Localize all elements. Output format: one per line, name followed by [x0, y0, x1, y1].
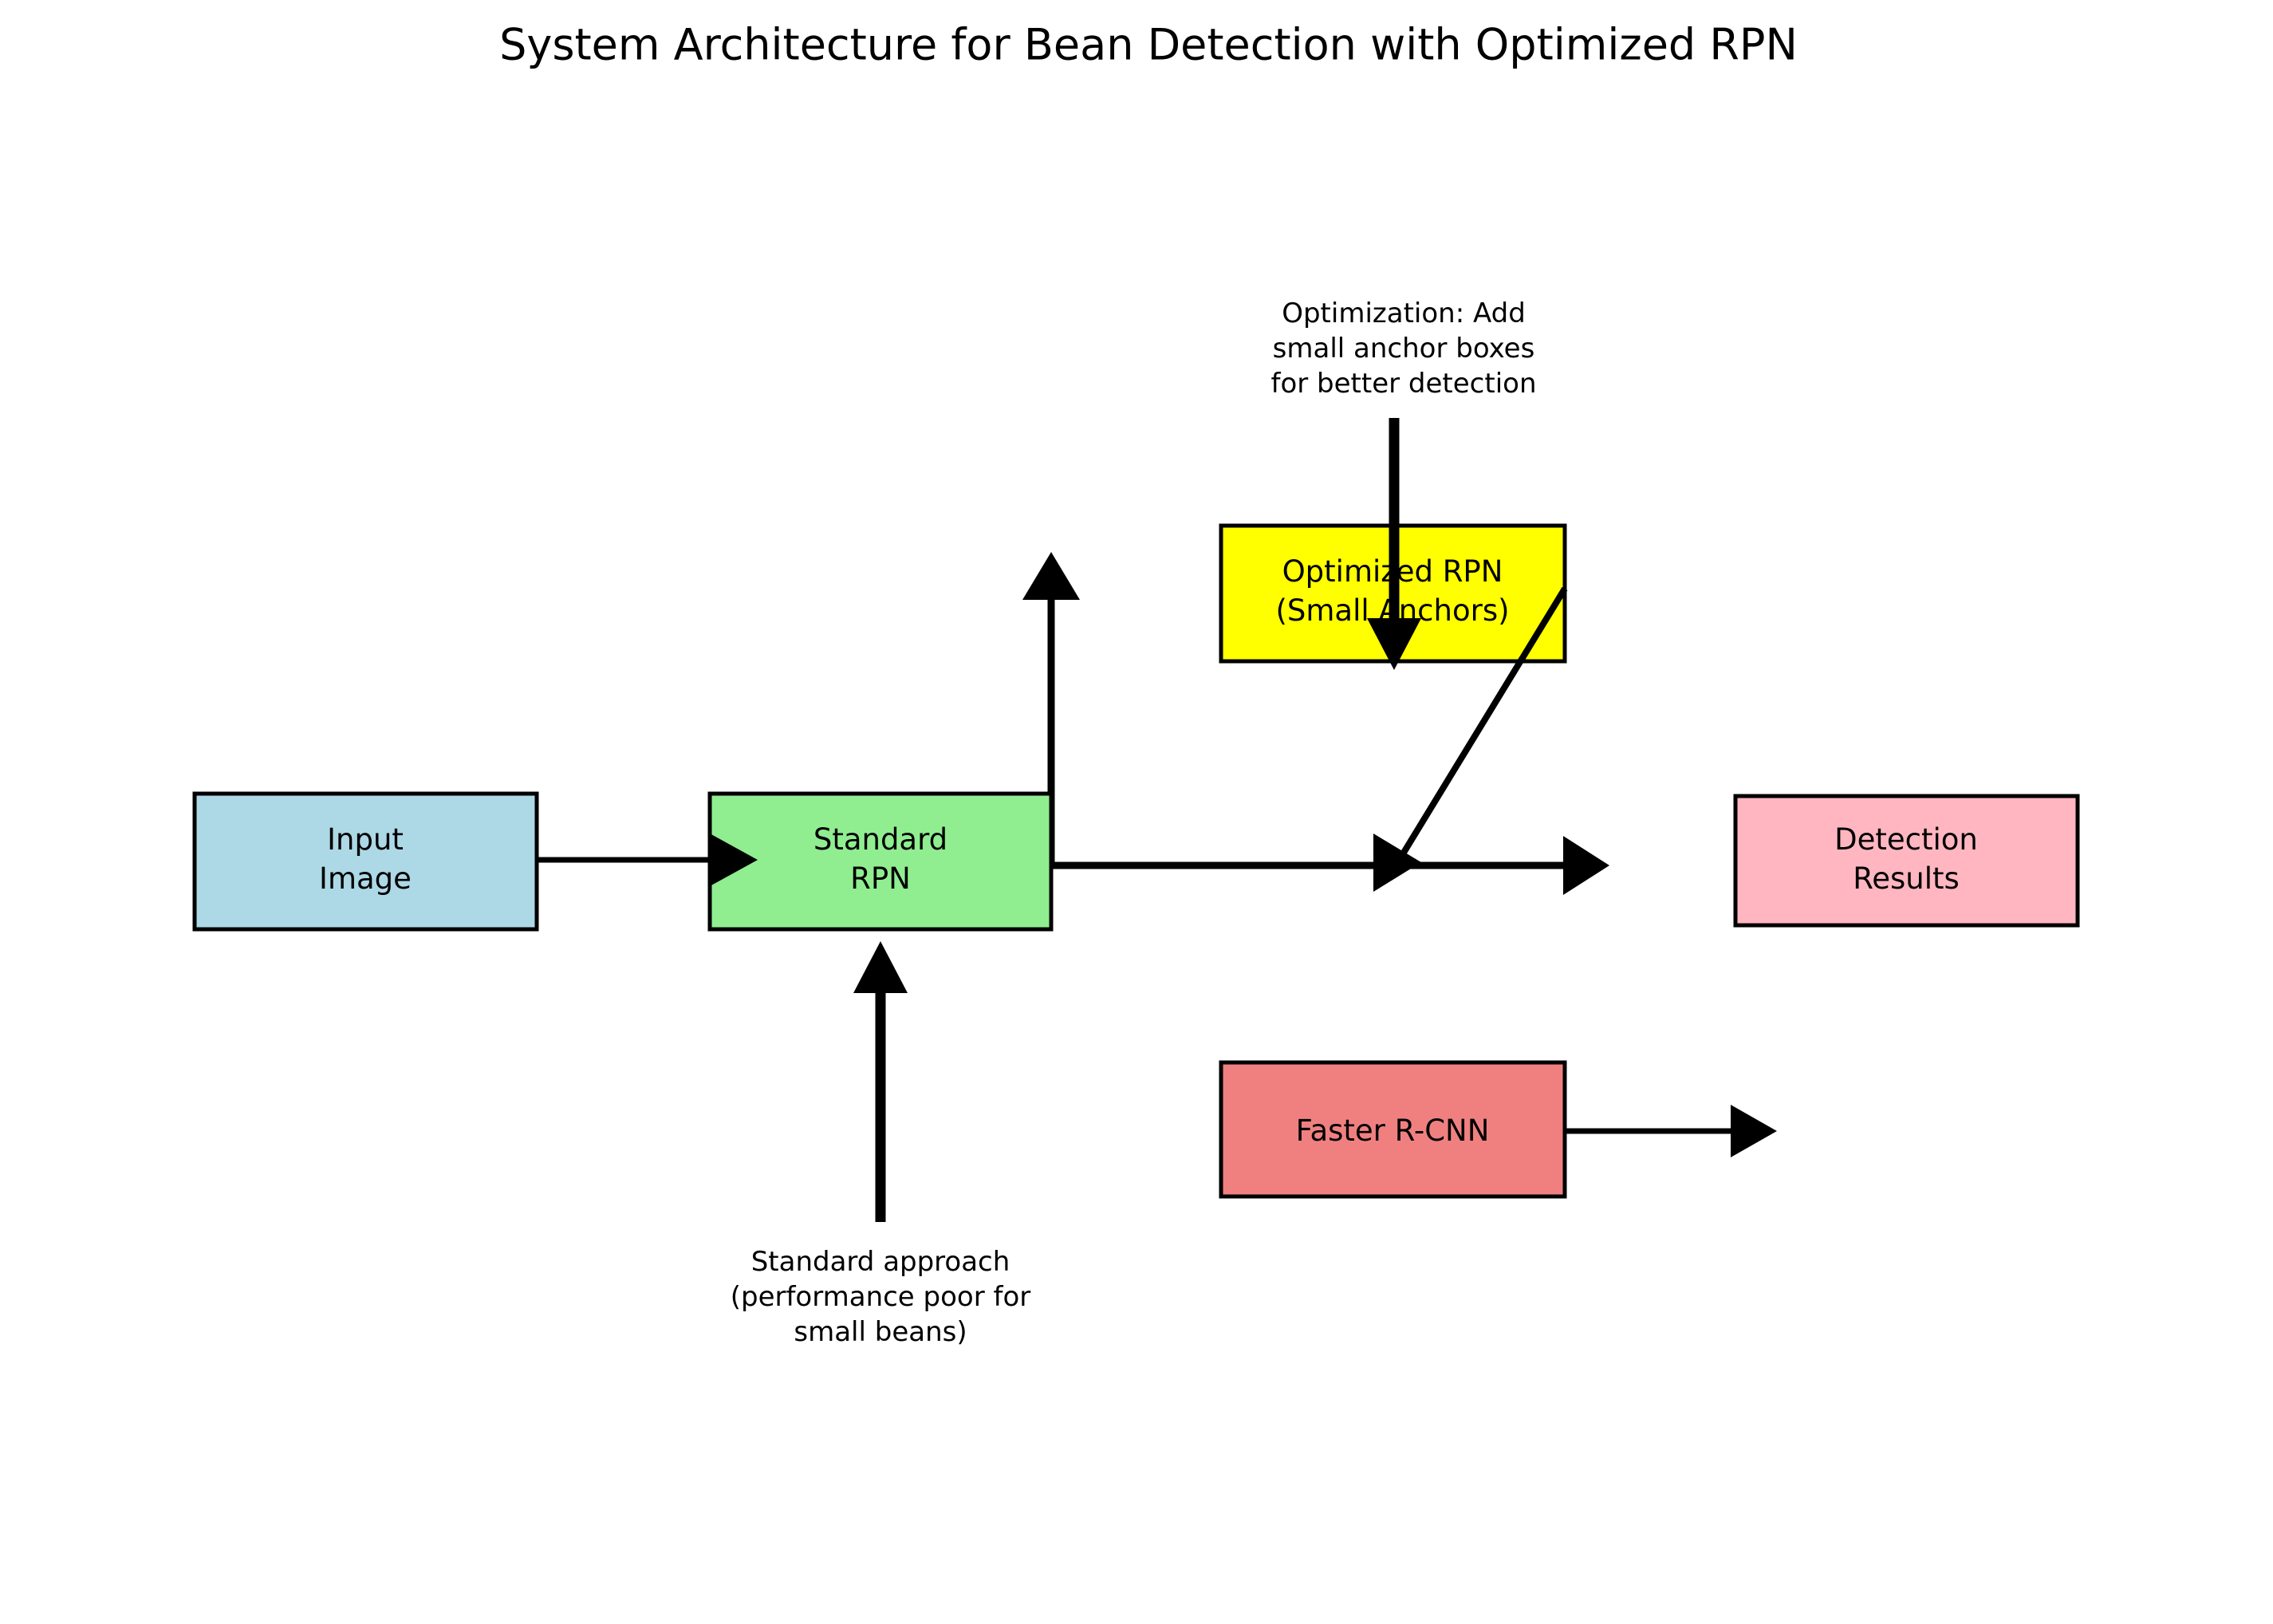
- node-label-line-2: RPN: [850, 861, 911, 896]
- annotation-optimization-note: Optimization: Add small anchor boxes for…: [1271, 298, 1537, 400]
- page-title: System Architecture for Bean Detection w…: [499, 20, 1798, 70]
- edge-optimization-into-optimized-rpn: [1367, 418, 1421, 670]
- node-box[interactable]: [1733, 794, 2080, 928]
- node-label-line-1: Detection: [1834, 822, 1978, 857]
- arrowhead-icon: [1731, 1105, 1777, 1157]
- node-faster-rcnn[interactable]: Faster R-CNN: [1219, 1060, 1567, 1199]
- edge-faster-rcnn-output: [1565, 1105, 1777, 1157]
- arrowhead-icon: [1022, 552, 1080, 600]
- arrowhead-icon-into-standard-rpn: [710, 834, 758, 886]
- node-label-line-1: Standard: [813, 822, 947, 857]
- annotation-line-2: (performance poor for: [731, 1281, 1031, 1313]
- arrowhead-icon: [1367, 618, 1421, 670]
- annotation-line-1: Standard approach: [751, 1246, 1010, 1278]
- node-box[interactable]: [707, 791, 1054, 932]
- node-box[interactable]: [192, 791, 539, 932]
- edge-standard-rpn-to-results: [1051, 836, 1609, 895]
- edge-standard-approach-to-standard-rpn: [853, 941, 908, 1222]
- node-detection-results[interactable]: Detection Results: [1733, 794, 2080, 928]
- arrowhead-icon: [1563, 836, 1609, 895]
- node-standard-rpn[interactable]: Standard RPN: [707, 791, 1054, 932]
- annotation-line-2: small anchor boxes: [1273, 333, 1535, 365]
- node-label-line-2: Image: [319, 861, 412, 896]
- edge-line: [1394, 586, 1568, 865]
- annotation-line-1: Optimization: Add: [1282, 298, 1526, 329]
- node-label-line-2: Results: [1853, 861, 1960, 896]
- edge-optimized-rpn-to-pipeline: [1373, 586, 1568, 892]
- annotation-line-3: small beans): [794, 1316, 967, 1348]
- annotation-line-3: for better detection: [1271, 368, 1537, 400]
- annotation-standard-approach-note: Standard approach (performance poor for …: [731, 1246, 1031, 1348]
- arrowhead-icon: [1373, 834, 1421, 892]
- node-box[interactable]: [1219, 1060, 1567, 1199]
- node-label-line-1: Faster R-CNN: [1296, 1114, 1490, 1148]
- node-input-image[interactable]: Input Image: [192, 791, 539, 932]
- arrowhead-icon: [853, 941, 908, 993]
- node-label-line-1: Input: [327, 822, 404, 857]
